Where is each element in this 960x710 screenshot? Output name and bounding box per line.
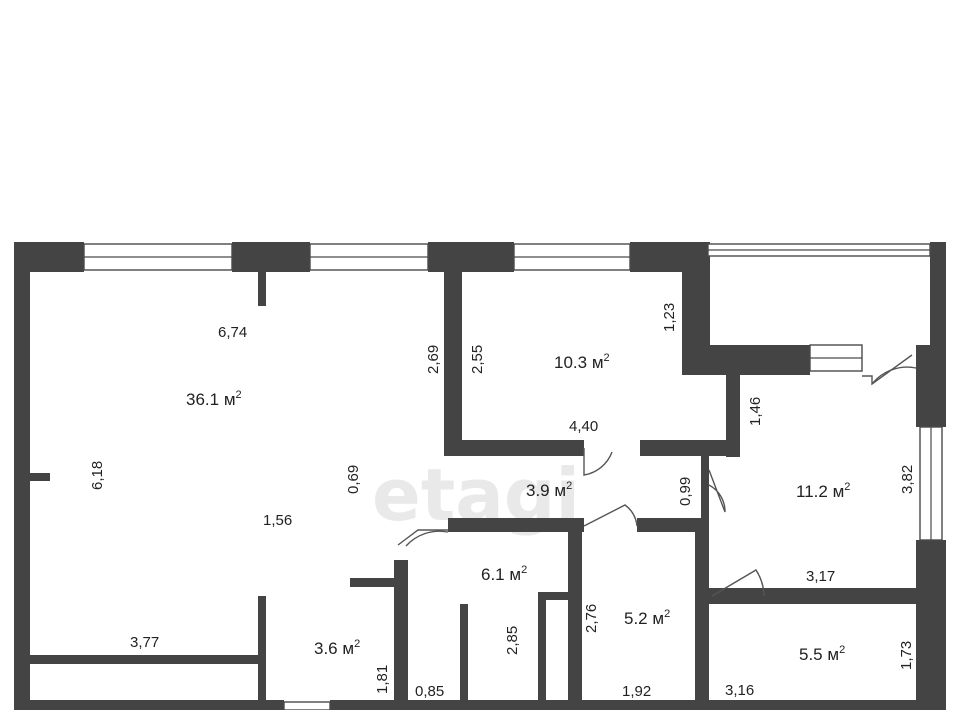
dim-label: 3,82 (899, 465, 916, 494)
dim-label: 1,73 (898, 641, 915, 670)
room-area-entry: 3.6 м2 (314, 638, 360, 658)
doors (397, 354, 917, 597)
dim-label: 0,85 (415, 683, 444, 700)
dim-label: 1,81 (374, 665, 391, 694)
room-area-labels: 36.1 м2 10.3 м2 11.2 м2 3.9 м2 6.1 м2 5.… (186, 352, 850, 664)
dim-label: 6,18 (89, 461, 106, 490)
dim-label: 1,56 (263, 512, 292, 529)
room-area-bedroom-top: 10.3 м2 (554, 352, 610, 372)
dim-label: 0,99 (677, 477, 694, 506)
room-area-hall: 3.9 м2 (526, 480, 572, 500)
room-area-bottom-right: 5.5 м2 (799, 644, 845, 664)
room-area-bedroom-right: 11.2 м2 (796, 481, 850, 501)
dim-label: 1,92 (622, 683, 651, 700)
dim-label: 2,55 (469, 345, 486, 374)
dim-label: 2,69 (425, 345, 442, 374)
dimension-labels: 6,74 2,69 6,18 0,69 1,56 3,77 1,81 0,85 … (89, 303, 916, 700)
room-area-corridor: 6.1 м2 (481, 564, 527, 584)
dim-label: 6,74 (218, 324, 247, 341)
dim-label: 2,76 (583, 604, 600, 633)
room-area-living: 36.1 м2 (186, 389, 242, 409)
dim-label: 0,69 (345, 465, 362, 494)
dim-label: 4,40 (569, 418, 598, 435)
dim-label: 1,46 (747, 397, 764, 426)
dim-label: 3,17 (806, 568, 835, 585)
windows (83, 243, 943, 710)
dim-label: 2,85 (504, 626, 521, 655)
walls (14, 242, 946, 710)
dim-label: 3,16 (725, 682, 754, 699)
room-area-bath: 5.2 м2 (624, 608, 670, 628)
dim-label: 3,77 (130, 634, 159, 651)
dim-label: 1,23 (661, 303, 678, 332)
